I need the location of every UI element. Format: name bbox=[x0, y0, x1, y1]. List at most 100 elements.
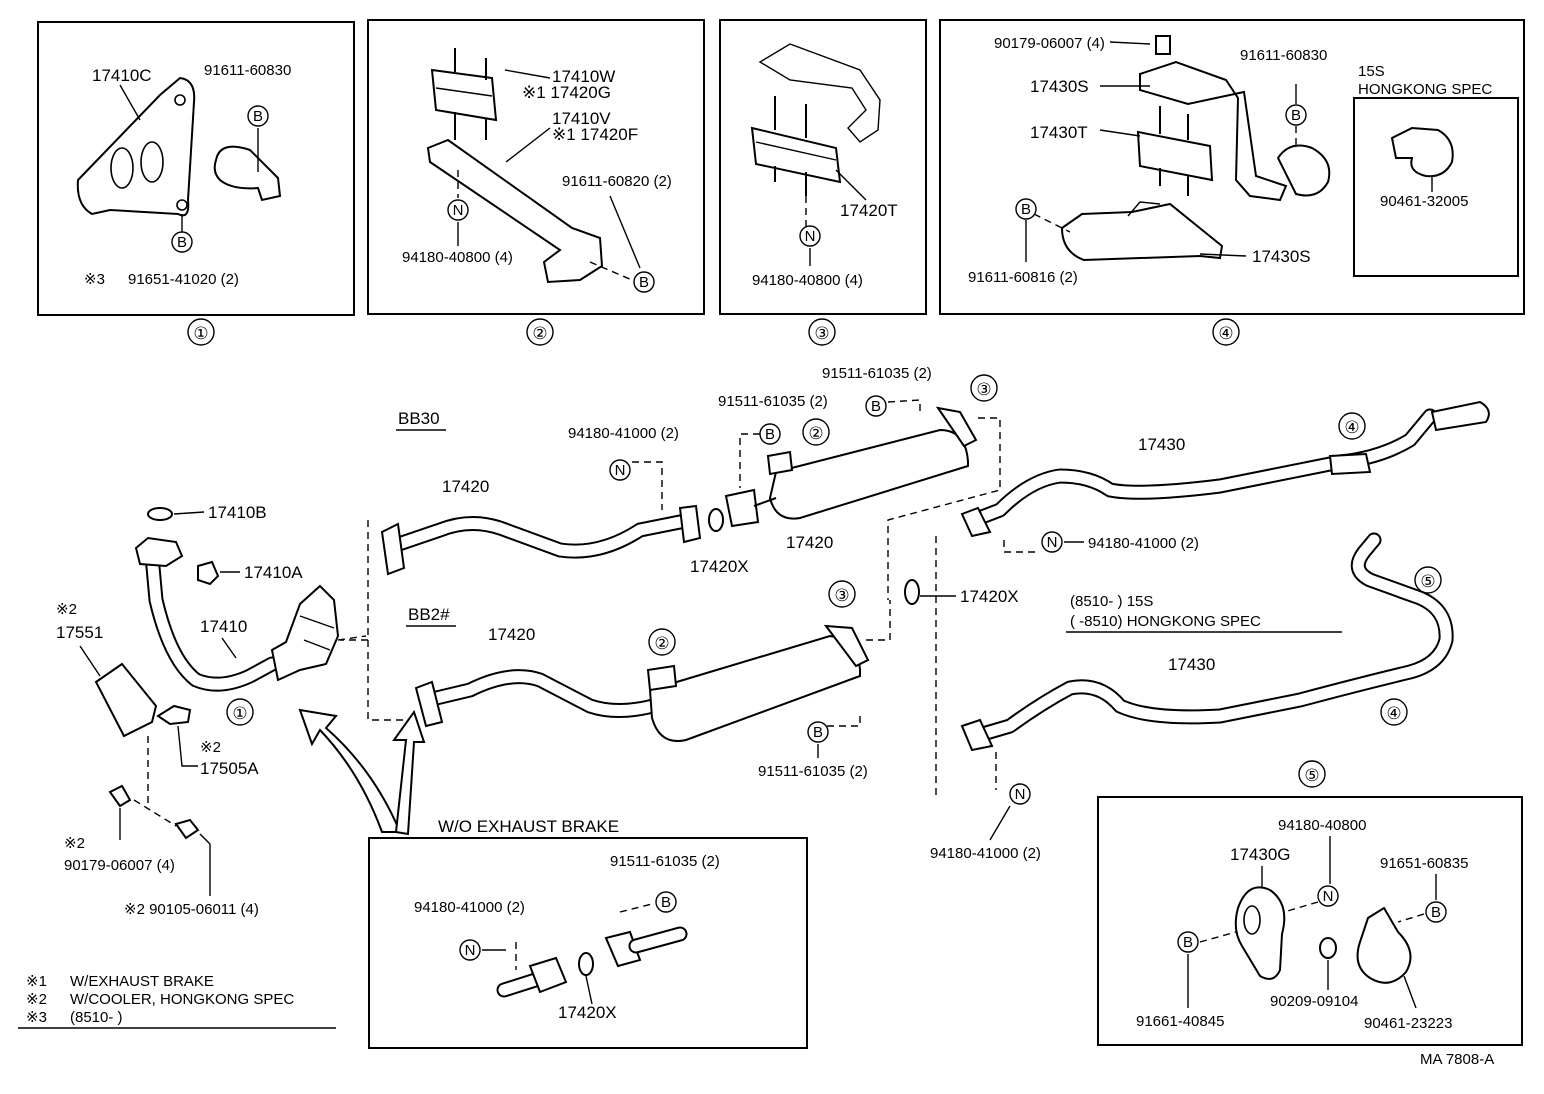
panel-3: N 17420T 94180-40800 (4) ③ bbox=[750, 43, 898, 346]
part-label: 17420T bbox=[840, 201, 898, 220]
clamp-17505a bbox=[156, 704, 192, 726]
callout-circle bbox=[970, 374, 998, 402]
part-label: 17420 bbox=[786, 533, 833, 552]
flange bbox=[134, 536, 184, 568]
clamp-90461-32005 bbox=[1390, 126, 1454, 178]
panel-5: ⑤ 94180-40800 N 17430G B 91661-40845 916… bbox=[1136, 760, 1468, 1032]
bracket-hole-2 bbox=[140, 141, 164, 183]
badge-text: N bbox=[615, 462, 626, 479]
part-label: 94180-41000 (2) bbox=[568, 425, 679, 442]
gasket-17420x bbox=[578, 952, 594, 976]
mount-rubber-17410w bbox=[430, 68, 498, 122]
badge-circle bbox=[799, 225, 821, 247]
part-label: 17430S bbox=[1030, 77, 1089, 96]
legend-mark: ※1 bbox=[26, 973, 47, 990]
part-label: 91511-61035 (2) bbox=[758, 763, 868, 780]
part-label: 94180-40800 bbox=[1278, 817, 1366, 834]
legend-text: (8510- ) bbox=[70, 1009, 123, 1026]
badge-text: B bbox=[177, 234, 187, 251]
callout-index: ① bbox=[232, 704, 247, 723]
part-label: 94180-41000 (2) bbox=[1088, 535, 1199, 552]
badge-circle bbox=[1425, 901, 1447, 923]
bolt-90105 bbox=[174, 818, 200, 840]
panel-index-circle bbox=[1298, 760, 1326, 788]
part-label: 17505A bbox=[200, 759, 259, 778]
hanger-bracket bbox=[935, 406, 978, 448]
panel-4-box bbox=[939, 19, 1525, 315]
panel-4-inset-box bbox=[1353, 97, 1519, 277]
bracket-17430s-lower bbox=[1060, 202, 1224, 262]
nut-90179 bbox=[108, 784, 132, 808]
gasket-17410b bbox=[147, 507, 173, 521]
badge-circle bbox=[447, 199, 469, 221]
panel-2-box bbox=[367, 19, 705, 315]
legend: ※1 W/EXHAUST BRAKE ※2 W/COOLER, HONGKONG… bbox=[18, 973, 336, 1029]
bracket-hole-4 bbox=[176, 199, 188, 211]
flange bbox=[678, 504, 702, 544]
pointer-arrow bbox=[392, 709, 426, 836]
flange bbox=[960, 506, 992, 538]
pointer-arrow bbox=[298, 708, 402, 833]
part-label: 91651-41020 (2) bbox=[128, 271, 239, 288]
part-label: 17430G bbox=[1230, 845, 1291, 864]
part-label: 90461-23223 bbox=[1364, 1015, 1452, 1032]
clamp-91611-60830 bbox=[1276, 144, 1331, 197]
legend-mark: ※3 bbox=[26, 1009, 47, 1026]
part-label: 94180-40800 (4) bbox=[402, 249, 513, 266]
badge-text: N bbox=[805, 228, 816, 245]
tail-end bbox=[1430, 400, 1490, 432]
bracket-17410c bbox=[76, 76, 196, 217]
model-label-bb2: BB2# bbox=[408, 605, 450, 624]
note-mark: ※2 bbox=[200, 739, 221, 756]
part-label: ※1 17420F bbox=[552, 125, 638, 144]
part-label: 17430 bbox=[1168, 655, 1215, 674]
badge-circle bbox=[807, 721, 829, 743]
left-manifold-assembly: 17410B 17410A 17410 ① ※2 17551 ※2 17505A… bbox=[56, 503, 426, 918]
part-label: 17410A bbox=[244, 563, 303, 582]
clamp-90461-23223 bbox=[1356, 906, 1412, 984]
badge-circle bbox=[609, 459, 631, 481]
part-label: 90461-32005 bbox=[1380, 193, 1468, 210]
badge-text: B bbox=[1183, 934, 1193, 951]
part-label: 94180-41000 (2) bbox=[414, 899, 525, 916]
badge-circle bbox=[1015, 198, 1037, 220]
callout-index: ④ bbox=[1386, 704, 1401, 723]
panel-wo-box bbox=[368, 837, 808, 1049]
callout-index: ② bbox=[808, 424, 823, 443]
part-label: 94180-41000 (2) bbox=[930, 845, 1041, 862]
hanger-clamp bbox=[1328, 452, 1372, 476]
nut-90179 bbox=[1155, 35, 1171, 55]
nut-17410a bbox=[197, 560, 220, 586]
badge-circle bbox=[655, 891, 677, 913]
panel-5-box bbox=[1097, 796, 1523, 1046]
exhaust-brake-body bbox=[270, 584, 340, 682]
part-label: 91511-61035 (2) bbox=[718, 393, 828, 410]
panel-3-box bbox=[719, 19, 927, 315]
model-label-bb30: BB30 bbox=[398, 409, 440, 428]
badge-text: B bbox=[871, 398, 881, 415]
badge-circle bbox=[759, 423, 781, 445]
part-label: 17420X bbox=[690, 557, 749, 576]
badge-circle bbox=[1285, 104, 1307, 126]
badge-text: B bbox=[639, 274, 649, 291]
hanger-bracket bbox=[646, 664, 678, 692]
part-label: 17420X bbox=[960, 587, 1019, 606]
flange bbox=[528, 956, 568, 994]
part-label: 91611-60830 bbox=[1240, 47, 1327, 64]
panel-title: W/O EXHAUST BRAKE bbox=[438, 817, 619, 836]
panel-wo-exhaust-brake: W/O EXHAUST BRAKE B N 91511-61035 (2) 94… bbox=[414, 817, 720, 1022]
panel-4: B B 90179-06007 (4) 91611-60830 17430S 1… bbox=[968, 35, 1492, 346]
part-label: 17420X bbox=[558, 1003, 617, 1022]
part-label: 91611-60820 (2) bbox=[562, 173, 672, 190]
badge-text: B bbox=[1291, 107, 1301, 124]
flange bbox=[960, 718, 994, 752]
inset-title: HONGKONG SPEC bbox=[1358, 81, 1492, 98]
panel-1-box bbox=[37, 21, 355, 316]
hanger-17430g bbox=[1234, 886, 1286, 980]
part-label: 94180-40800 (4) bbox=[752, 272, 863, 289]
flange bbox=[414, 680, 444, 728]
panel-index-circle bbox=[1212, 318, 1240, 346]
badge-text: N bbox=[1323, 888, 1334, 905]
gasket-17420x bbox=[904, 579, 920, 605]
inset-title: 15S bbox=[1358, 63, 1385, 80]
